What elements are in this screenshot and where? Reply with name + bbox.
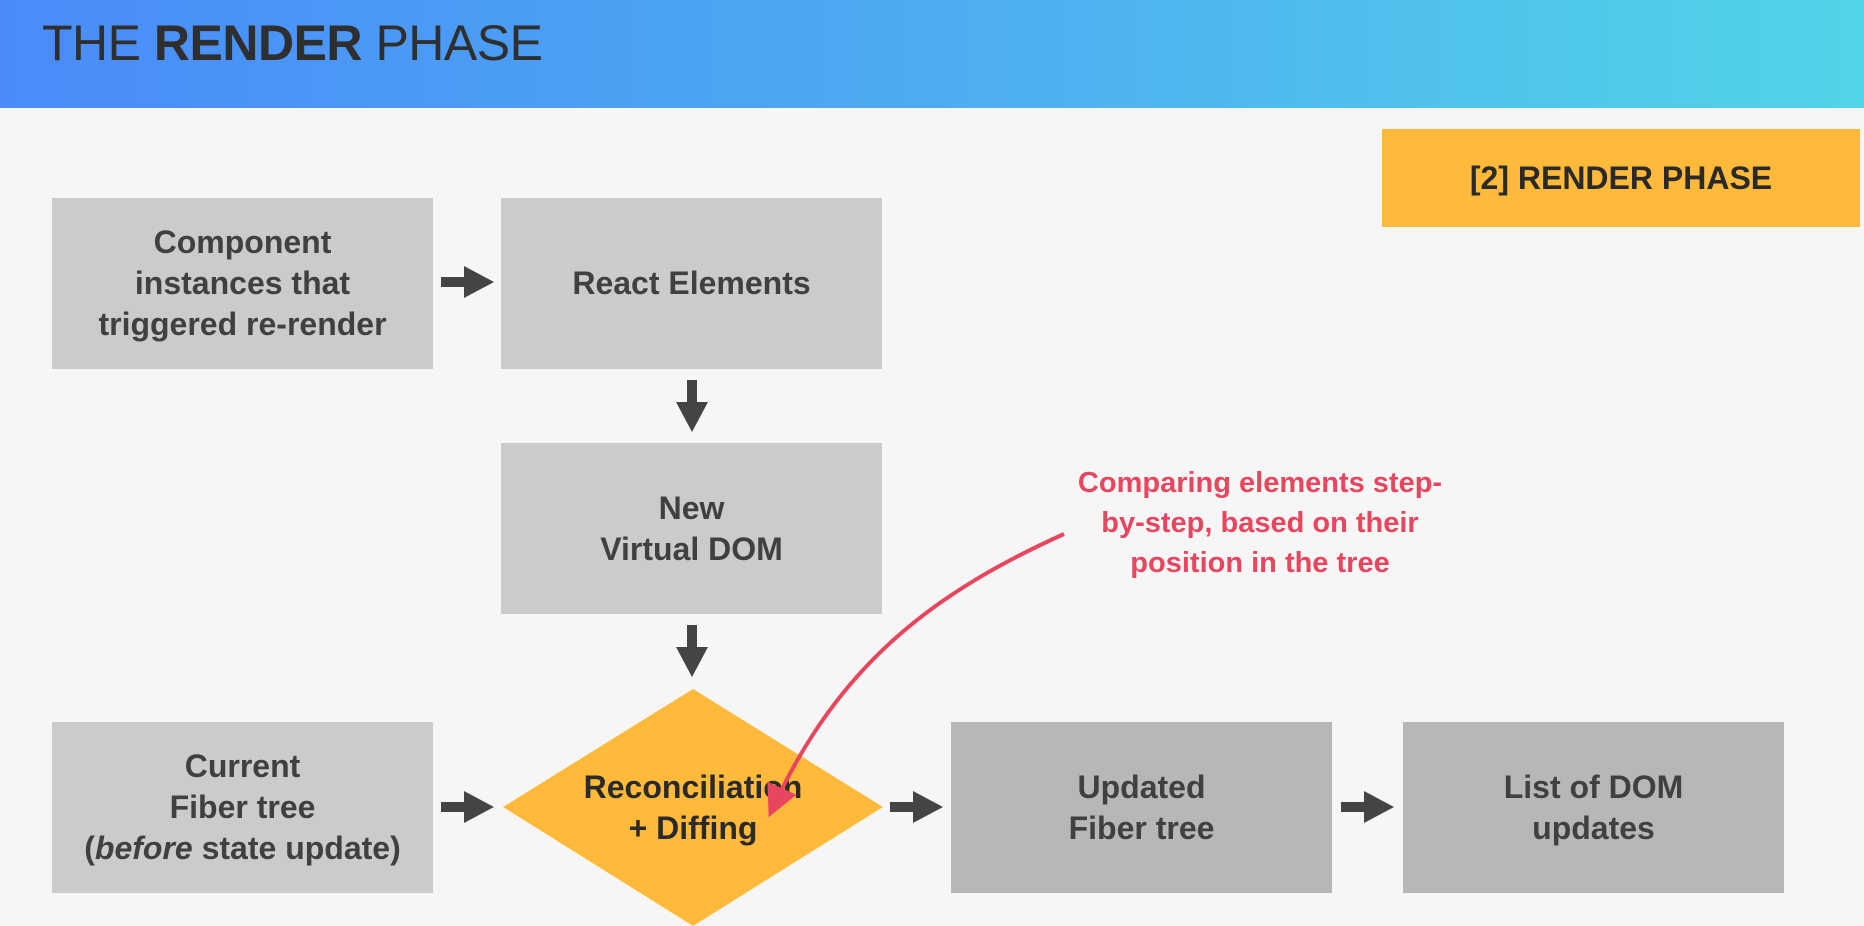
arrow-right-icon — [890, 791, 943, 823]
arrow-right-icon — [441, 266, 494, 298]
badge-label: [2] RENDER PHASE — [1469, 159, 1773, 196]
node-line: Fiber tree — [1068, 809, 1215, 846]
italic-text: before — [94, 830, 193, 866]
arrow-right-icon — [1341, 791, 1394, 823]
annotation-line: Comparing elements step- — [1077, 467, 1443, 499]
arrow-right-icon — [441, 791, 494, 823]
header-banner: THE RENDER PHASE — [0, 0, 1864, 108]
reconciliation-diamond — [503, 689, 883, 926]
annotation-bold: position in the tree — [1130, 547, 1390, 579]
node-line: triggered re-render — [98, 306, 387, 342]
title-bold: RENDER — [153, 15, 363, 71]
node-line: + Diffing — [628, 810, 758, 846]
paren-text: ( — [84, 830, 95, 866]
node-reconciliation: Reconciliation + Diffing — [503, 748, 883, 868]
node-line: Reconciliation — [583, 769, 803, 805]
arrow-down-icon — [676, 380, 708, 432]
node-line: Current — [184, 748, 301, 784]
annotation-text: Comparing elements step- by-step, based … — [1040, 463, 1480, 583]
page-title: THE RENDER PHASE — [42, 14, 543, 72]
annotation-line: position in the tree — [1040, 543, 1480, 583]
node-list-of-dom-updates: List of DOM updates — [1403, 722, 1784, 893]
render-phase-badge: [2] RENDER PHASE — [1382, 129, 1860, 227]
node-line: Updated — [1077, 768, 1206, 805]
node-react-elements: React Elements — [501, 198, 882, 369]
node-current-fiber-tree: Current Fiber tree (before state update) — [52, 722, 433, 893]
node-line: instances that — [134, 265, 351, 301]
node-line: (before state update) — [84, 828, 400, 869]
title-prefix: THE — [42, 15, 154, 71]
node-line: React Elements — [572, 265, 811, 301]
arrow-down-icon — [676, 625, 708, 677]
node-updated-fiber-tree: Updated Fiber tree — [951, 722, 1332, 893]
node-component-instances: Component instances that triggered re-re… — [52, 198, 433, 369]
annotation-curve-arrow — [767, 532, 1065, 818]
rest-text: state update) — [192, 830, 401, 866]
node-line: List of DOM — [1503, 768, 1684, 805]
node-line: Fiber tree — [169, 789, 316, 825]
node-new-virtual-dom: New Virtual DOM — [501, 443, 882, 614]
annotation-line: by-step, based on their — [1101, 507, 1419, 539]
node-line: New — [658, 489, 725, 526]
node-line: Component — [153, 224, 332, 260]
title-suffix: PHASE — [362, 15, 543, 71]
node-line: updates — [1532, 809, 1655, 846]
node-line: Virtual DOM — [600, 530, 783, 567]
